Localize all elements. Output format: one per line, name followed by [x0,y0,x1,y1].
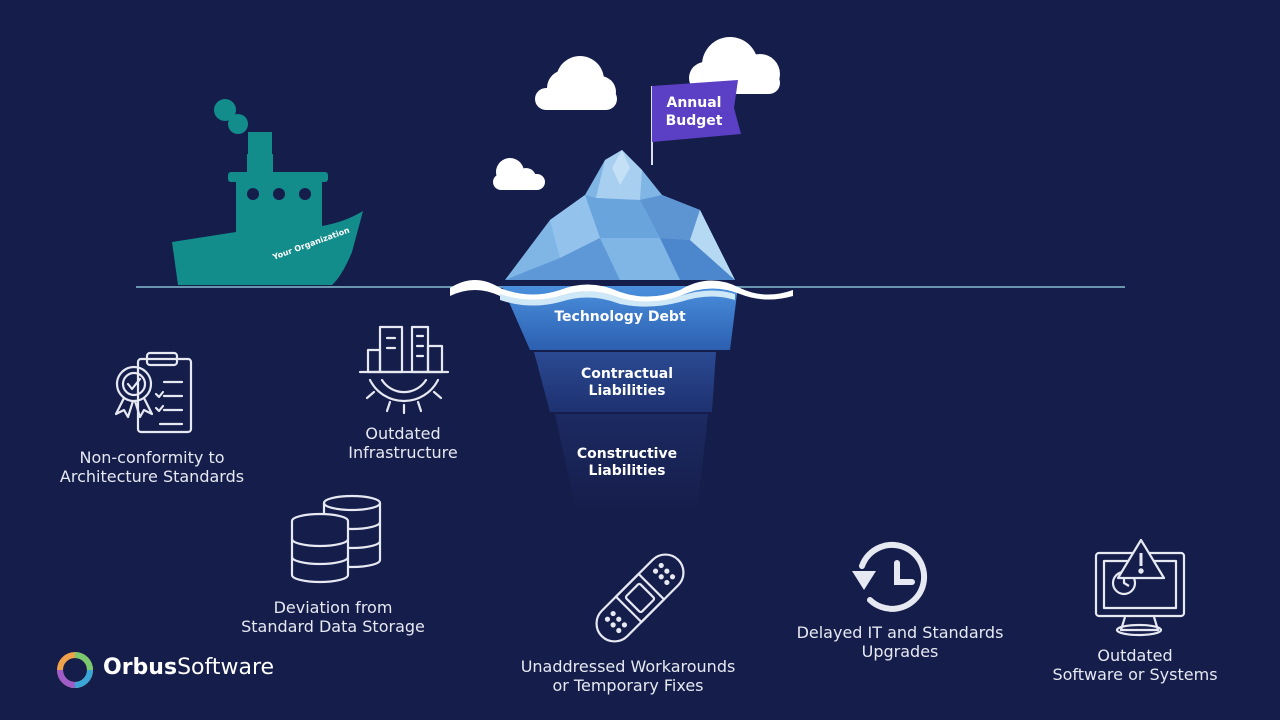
flag-label-line: Budget [665,113,723,129]
bandage-icon [595,553,685,643]
logo-bold-text: Orbus [103,655,178,680]
flag-label-line: Annual [666,95,722,111]
caption-delayed-upgrades: Delayed IT and Standards Upgrades [770,623,1030,661]
layer-label-line: Constructive [576,446,678,462]
caption-line: Unaddressed Workarounds [520,657,736,676]
caption-line: Outdated [1097,646,1173,665]
caption-line: Deviation from [273,598,393,617]
caption-line: Standard Data Storage [241,617,425,636]
layer-label-line: Technology Debt [554,309,686,325]
cloud-icon [535,56,617,110]
ship-illustration [172,99,363,285]
iceberg-layer-contractual [534,352,716,412]
caption-data-storage: Deviation from Standard Data Storage [213,598,453,636]
orbus-logo-icon [57,652,93,688]
budget-flag [651,80,741,165]
caption-line: or Temporary Fixes [552,676,704,695]
caption-outdated-software: Outdated Software or Systems [1030,646,1240,684]
caption-line: Architecture Standards [59,467,245,486]
caption-line: Software or Systems [1052,665,1218,684]
layer-label-constructive: Constructive Liabilities [547,446,707,480]
caption-line: Infrastructure [348,443,458,462]
iceberg-layer-constructive [555,414,708,506]
flag-label: Annual Budget [656,94,732,130]
logo-regular-text: Software [177,655,275,680]
caption-outdated-infrastructure: Outdated Infrastructure [313,424,493,462]
wave-shape [500,290,735,307]
logo-wordmark: OrbusSoftware [103,655,274,680]
caption-non-conformity: Non-conformity to Architecture Standards [32,448,272,486]
layer-label-line: Liabilities [588,463,666,479]
cloud-icon [493,158,545,190]
iceberg-tip [505,150,735,280]
caption-line: Delayed IT and Standards [796,623,1004,642]
layer-label-line: Contractual [580,366,674,382]
caption-line: Non-conformity to [79,448,225,467]
monitor-warning-icon [1094,538,1186,637]
history-clock-icon [852,541,928,612]
building-gear-icon [358,325,450,415]
caption-workarounds: Unaddressed Workarounds or Temporary Fix… [498,657,758,695]
caption-line: Outdated [365,424,441,443]
wave-shape [450,280,793,303]
layer-label-line: Liabilities [588,383,666,399]
clipboard-ribbon-icon [114,351,193,434]
layer-label-contractual: Contractual Liabilities [547,366,707,400]
database-stack-icon [290,494,382,584]
caption-line: Upgrades [861,642,939,661]
layer-label-technology-debt: Technology Debt [540,309,700,326]
